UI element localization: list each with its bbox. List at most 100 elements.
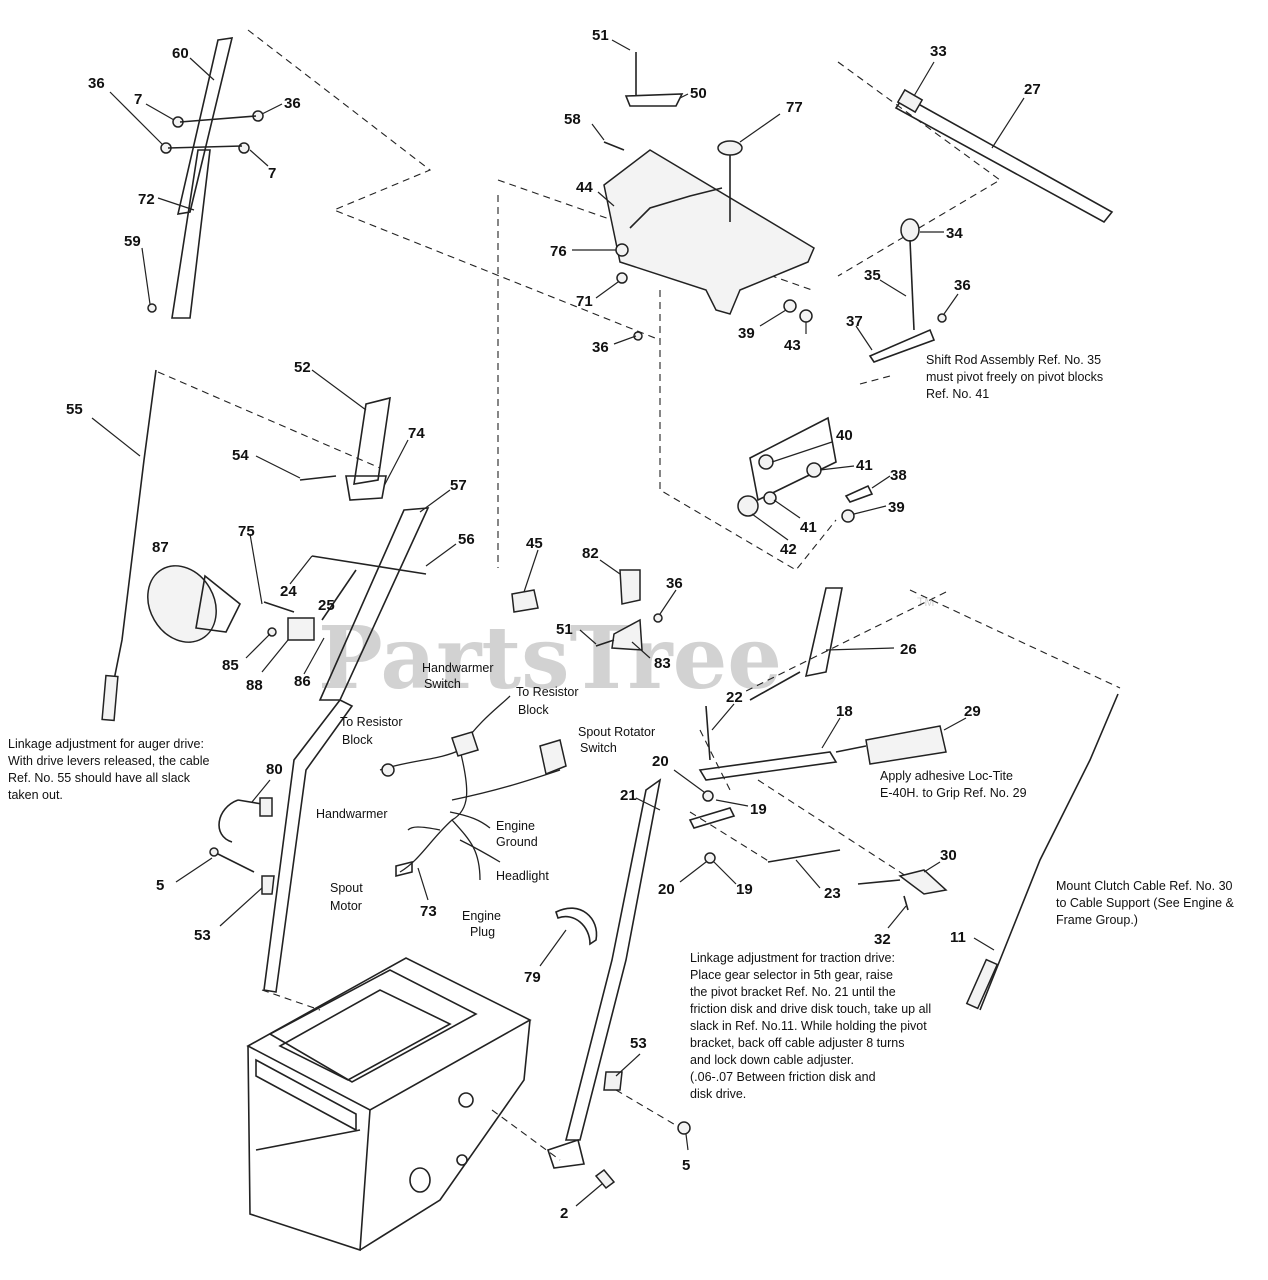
grip-29 — [865, 725, 947, 765]
callout-38: 38 — [890, 467, 907, 484]
note-auger-linkage: Linkage adjustment for auger drive: With… — [8, 737, 210, 802]
frame-box — [246, 957, 532, 1111]
callout-18: 18 — [836, 703, 853, 720]
callout-40: 40 — [836, 427, 853, 444]
callout-25: 25 — [318, 597, 335, 614]
bar-18 — [698, 751, 838, 781]
callout-80: 80 — [266, 761, 283, 778]
callout-24: 24 — [280, 583, 297, 600]
callout-88: 88 — [246, 677, 263, 694]
callout-22: 22 — [726, 689, 743, 706]
label-handwarmer: Handwarmer — [316, 807, 388, 821]
callout-19: 19 — [750, 801, 767, 818]
svg-text:slack in Ref. No.11. While hol: slack in Ref. No.11. While holding the p… — [690, 1019, 927, 1033]
callout-35: 35 — [864, 267, 881, 284]
label-headlight: Headlight — [496, 869, 549, 883]
parts — [101, 37, 1119, 1252]
callout-56: 56 — [458, 531, 475, 548]
callout-79: 79 — [524, 969, 541, 986]
callout-21: 21 — [620, 787, 637, 804]
callout-45: 45 — [526, 535, 543, 552]
wiring-labels: Handwarmer Switch To Resistor Block To R… — [316, 661, 655, 939]
callout-39: 39 — [738, 325, 755, 342]
callout-11: 11 — [950, 929, 966, 946]
knob-77 — [717, 140, 743, 156]
handle-52 — [353, 396, 391, 485]
note-traction-linkage: Linkage adjustment for traction drive: P… — [690, 951, 931, 1101]
label-to-resistor-block-a-2: Block — [342, 733, 373, 747]
label-to-resistor-block-a-1: To Resistor — [340, 715, 403, 729]
svg-text:bracket, back off cable adjust: bracket, back off cable adjuster 8 turns — [690, 1036, 904, 1050]
callout-75: 75 — [238, 523, 255, 540]
callout-33: 33 — [930, 43, 947, 60]
svg-text:to Cable Support (See Engine &: to Cable Support (See Engine & — [1056, 896, 1235, 910]
svg-text:Ref. No. 55 should have all sl: Ref. No. 55 should have all slack — [8, 771, 191, 785]
svg-text:With drive levers released, th: With drive levers released, the cable — [8, 754, 210, 768]
callout-58: 58 — [564, 111, 581, 128]
callout-82: 82 — [582, 545, 599, 562]
lever-26 — [804, 587, 843, 678]
svg-text:Frame Group.): Frame Group.) — [1056, 913, 1138, 927]
callout-51: 51 — [592, 27, 609, 44]
callout-43: 43 — [784, 337, 801, 354]
callout-37: 37 — [846, 313, 863, 330]
callout-50: 50 — [690, 85, 707, 102]
callout-2: 2 — [560, 1205, 568, 1222]
svg-text:(.06-.07 Between friction disk: (.06-.07 Between friction disk and — [690, 1070, 876, 1084]
callout-36: 36 — [592, 339, 609, 356]
callout-7: 7 — [134, 91, 142, 108]
watermark: PartsTree TM — [318, 595, 934, 709]
callout-73: 73 — [420, 903, 437, 920]
wiring-harness-73 — [379, 749, 468, 873]
label-spout-rotator-switch-2: Switch — [580, 741, 617, 755]
callout-44: 44 — [576, 179, 593, 196]
callout-36: 36 — [88, 75, 105, 92]
lever-60 — [176, 37, 234, 215]
callout-5: 5 — [156, 877, 164, 894]
callout-76: 76 — [550, 243, 567, 260]
lever-72 — [171, 149, 211, 319]
callout-74: 74 — [408, 425, 425, 442]
callout-39: 39 — [888, 499, 905, 516]
label-handwarmer-switch-1: Handwarmer — [422, 661, 494, 675]
console-44 — [603, 149, 815, 315]
callout-36: 36 — [666, 575, 683, 592]
notes: Shift Rod Assembly Ref. No. 35 must pivo… — [8, 353, 1235, 1101]
label-spout-motor-1: Spout — [330, 881, 363, 895]
callout-57: 57 — [450, 477, 467, 494]
callout-41: 41 — [800, 519, 817, 536]
assembly-guide-lines — [157, 29, 1121, 1161]
callout-53: 53 — [630, 1035, 647, 1052]
callout-72: 72 — [138, 191, 155, 208]
label-engine-plug-1: Engine — [462, 909, 501, 923]
label-to-resistor-block-b-2: Block — [518, 703, 549, 717]
note-shift-rod: Shift Rod Assembly Ref. No. 35 must pivo… — [926, 353, 1103, 401]
callout-59: 59 — [124, 233, 141, 250]
callout-41: 41 — [856, 457, 873, 474]
note-loctite: Apply adhesive Loc-Tite E-40H. to Grip R… — [880, 769, 1027, 800]
callout-5: 5 — [682, 1157, 690, 1174]
callout-20: 20 — [652, 753, 669, 770]
callout-42: 42 — [780, 541, 797, 558]
svg-text:Linkage adjustment for tractio: Linkage adjustment for traction drive: — [690, 951, 895, 965]
callout-77: 77 — [786, 99, 803, 116]
cable-11 — [979, 693, 1119, 1011]
callout-26: 26 — [900, 641, 917, 658]
callout-36: 36 — [954, 277, 971, 294]
callout-60: 60 — [172, 45, 189, 62]
watermark-tm: TM — [917, 595, 934, 609]
callout-27: 27 — [1024, 81, 1041, 98]
callouts: 60 36 7 36 7 72 59 51 50 58 77 44 76 71 … — [66, 27, 1041, 1222]
pivot-block-40 — [749, 416, 837, 502]
svg-text:taken out.: taken out. — [8, 788, 63, 802]
label-engine-ground-1: Engine — [496, 819, 535, 833]
svg-text:disk drive.: disk drive. — [690, 1087, 746, 1101]
callout-52: 52 — [294, 359, 311, 376]
cable-55 — [109, 369, 157, 701]
callout-36: 36 — [284, 95, 301, 112]
leader-lines — [91, 39, 1025, 1207]
callout-85: 85 — [222, 657, 239, 674]
shift-rod-27 — [894, 94, 1114, 224]
note-clutch-cable: Mount Clutch Cable Ref. No. 30 to Cable … — [1056, 879, 1235, 927]
svg-text:friction disk and drive disk t: friction disk and drive disk touch, take… — [690, 1002, 931, 1016]
